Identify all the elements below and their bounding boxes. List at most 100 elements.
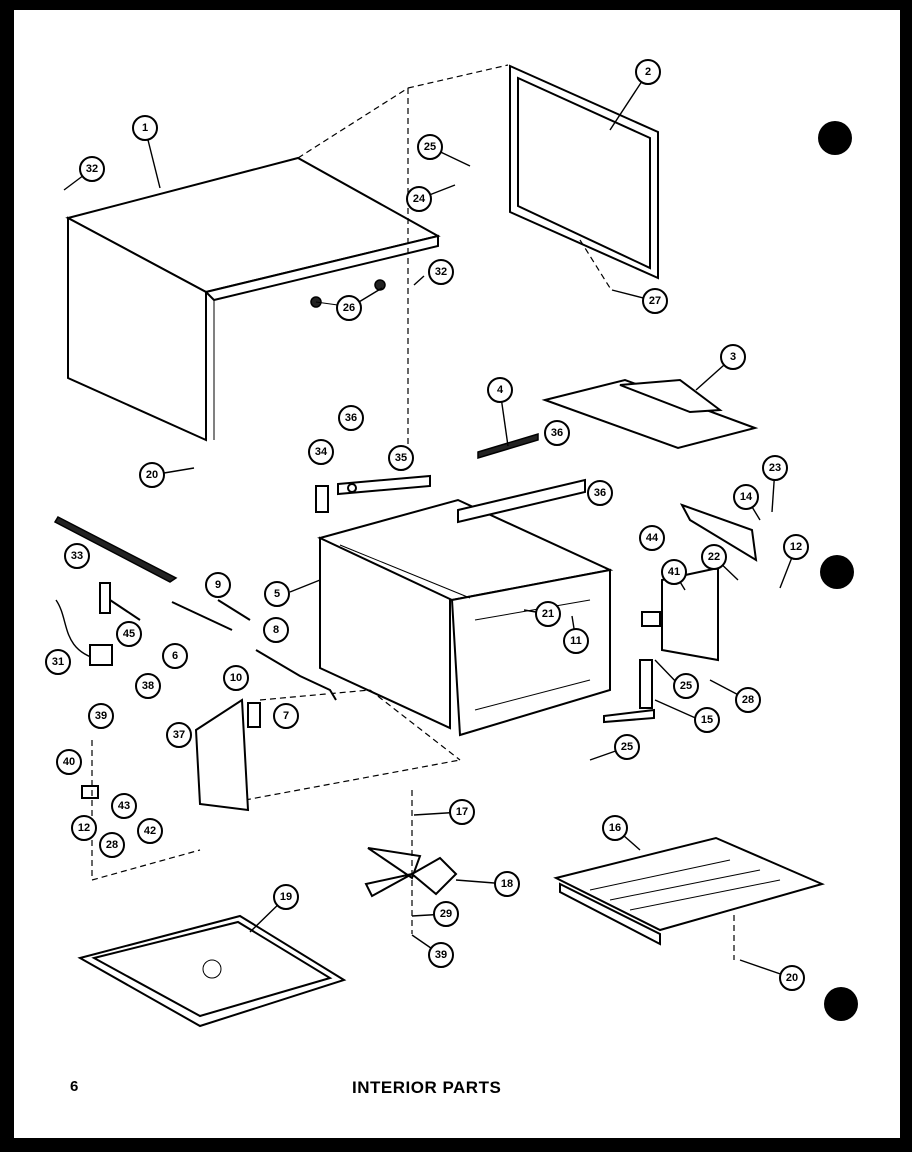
svg-text:15: 15 xyxy=(701,714,713,726)
callout-36-left: 36 xyxy=(338,405,364,431)
svg-text:24: 24 xyxy=(413,193,426,205)
callout-35: 35 xyxy=(388,445,414,471)
callout-25-right: 25 xyxy=(673,673,699,699)
svg-text:25: 25 xyxy=(680,680,692,692)
svg-text:12: 12 xyxy=(790,541,802,553)
svg-text:20: 20 xyxy=(146,469,158,481)
callout-11: 11 xyxy=(563,628,589,654)
svg-text:12: 12 xyxy=(78,822,90,834)
callout-36-right: 36 xyxy=(587,480,613,506)
svg-text:14: 14 xyxy=(740,491,753,503)
callout-28-right: 28 xyxy=(735,687,761,713)
svg-text:5: 5 xyxy=(274,588,280,600)
callout-10: 10 xyxy=(223,665,249,691)
svg-text:29: 29 xyxy=(440,908,452,920)
callout-23: 23 xyxy=(762,455,788,481)
callout-24: 24 xyxy=(406,186,432,212)
callout-45: 45 xyxy=(116,621,142,647)
callout-20-top: 20 xyxy=(139,462,165,488)
svg-text:28: 28 xyxy=(742,694,754,706)
callout-12-left: 12 xyxy=(71,815,97,841)
svg-text:6: 6 xyxy=(172,650,178,662)
svg-text:40: 40 xyxy=(63,756,75,768)
callout-44: 44 xyxy=(639,525,665,551)
callout-2: 2 xyxy=(635,59,661,85)
svg-text:43: 43 xyxy=(118,800,130,812)
svg-text:26: 26 xyxy=(343,302,355,314)
binder-hole-middle xyxy=(820,555,854,589)
svg-text:39: 39 xyxy=(435,949,447,961)
svg-text:42: 42 xyxy=(144,825,156,837)
callout-1: 1 xyxy=(132,115,158,141)
page-title: INTERIOR PARTS xyxy=(352,1078,502,1097)
svg-text:8: 8 xyxy=(273,624,279,636)
harness-and-rods xyxy=(53,516,337,701)
callout-8: 8 xyxy=(263,617,289,643)
svg-text:25: 25 xyxy=(424,141,436,153)
callout-layer: 1 2 3 4 5 6 7 8 9 10 11 12 12 14 15 16 1… xyxy=(45,59,809,991)
svg-text:36: 36 xyxy=(594,487,606,499)
callout-39-bottom: 39 xyxy=(428,942,454,968)
svg-text:11: 11 xyxy=(570,635,582,647)
callout-9: 9 xyxy=(205,572,231,598)
svg-text:3: 3 xyxy=(730,351,736,363)
bottom-shelf xyxy=(553,836,825,960)
callout-39-left: 39 xyxy=(88,703,114,729)
callout-38: 38 xyxy=(135,673,161,699)
svg-text:2: 2 xyxy=(645,66,651,78)
callout-12-right: 12 xyxy=(783,534,809,560)
svg-text:1: 1 xyxy=(142,122,148,134)
svg-text:32: 32 xyxy=(86,163,98,175)
glass-tray xyxy=(77,914,347,1028)
callout-40: 40 xyxy=(56,749,82,775)
back-panel xyxy=(509,64,659,289)
callout-31: 31 xyxy=(45,649,71,675)
svg-text:4: 4 xyxy=(497,384,504,396)
callout-43: 43 xyxy=(111,793,137,819)
callout-14: 14 xyxy=(733,484,759,510)
svg-text:41: 41 xyxy=(668,566,680,578)
callout-34: 34 xyxy=(308,439,334,465)
svg-text:9: 9 xyxy=(215,579,221,591)
svg-text:34: 34 xyxy=(315,446,328,458)
svg-text:36: 36 xyxy=(345,412,357,424)
svg-text:27: 27 xyxy=(649,295,661,307)
callout-33: 33 xyxy=(64,543,90,569)
callout-32-right: 32 xyxy=(428,259,454,285)
svg-text:19: 19 xyxy=(280,891,292,903)
svg-text:7: 7 xyxy=(283,710,289,722)
svg-text:16: 16 xyxy=(609,822,621,834)
svg-text:45: 45 xyxy=(123,628,135,640)
callout-29: 29 xyxy=(433,901,459,927)
svg-text:10: 10 xyxy=(230,672,242,684)
callout-32-left: 32 xyxy=(79,156,105,182)
callout-4: 4 xyxy=(487,377,513,403)
callout-7: 7 xyxy=(273,703,299,729)
svg-text:35: 35 xyxy=(395,452,407,464)
callout-37: 37 xyxy=(166,722,192,748)
door-switch-assembly xyxy=(81,698,261,881)
svg-text:39: 39 xyxy=(95,710,107,722)
svg-text:17: 17 xyxy=(456,806,468,818)
binder-hole-top xyxy=(818,121,852,155)
callout-36-middle: 36 xyxy=(544,420,570,446)
outer-cabinet-wrapper xyxy=(65,64,509,450)
right-bracket-assembly xyxy=(603,503,758,724)
callout-6: 6 xyxy=(162,643,188,669)
svg-text:36: 36 xyxy=(551,427,563,439)
callout-18: 18 xyxy=(494,871,520,897)
callout-3: 3 xyxy=(720,344,746,370)
svg-text:32: 32 xyxy=(435,266,447,278)
svg-text:25: 25 xyxy=(621,741,633,753)
callout-17: 17 xyxy=(449,799,475,825)
svg-text:22: 22 xyxy=(708,551,720,563)
svg-text:37: 37 xyxy=(173,729,185,741)
callout-21: 21 xyxy=(535,601,561,627)
svg-text:18: 18 xyxy=(501,878,513,890)
callout-25-bottom: 25 xyxy=(614,734,640,760)
callout-26: 26 xyxy=(336,295,362,321)
svg-text:31: 31 xyxy=(52,656,64,668)
callout-19: 19 xyxy=(273,884,299,910)
svg-text:44: 44 xyxy=(646,532,659,544)
